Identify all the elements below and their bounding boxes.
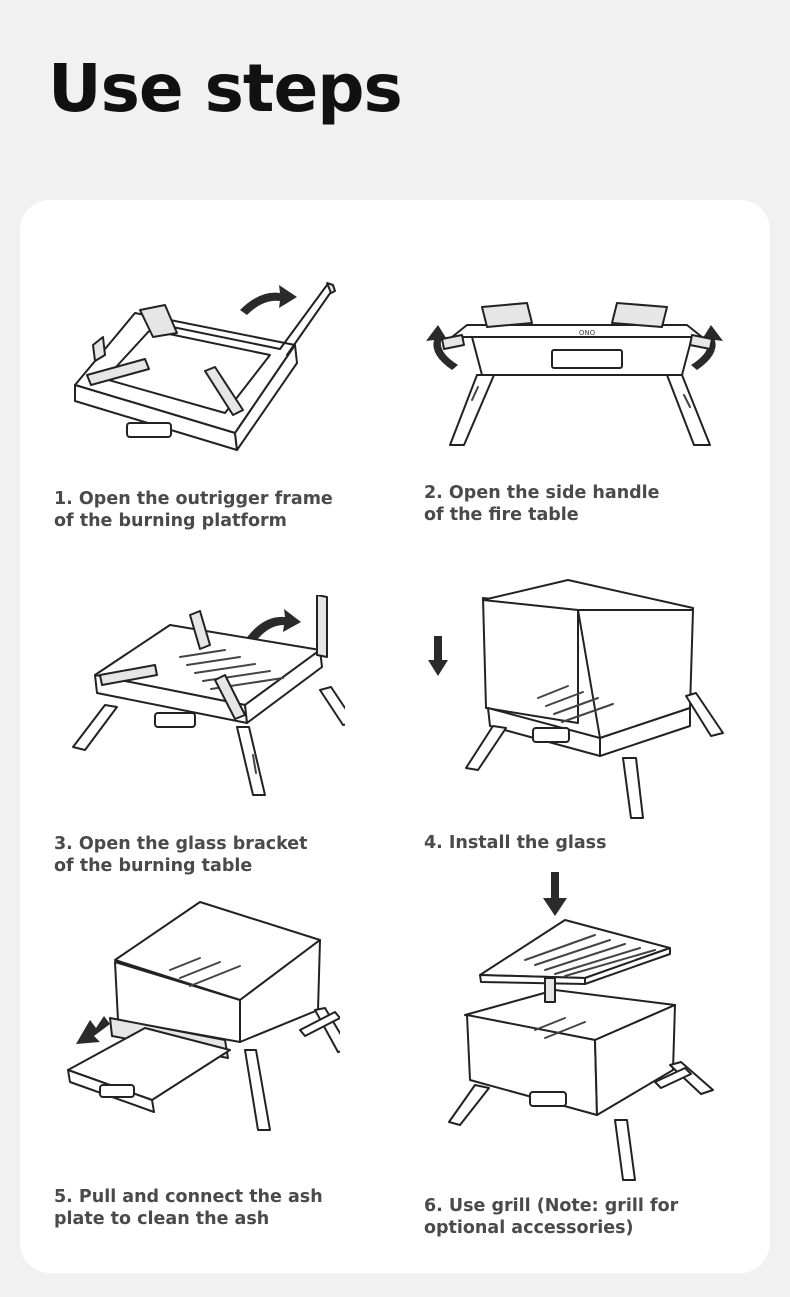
step-3-caption: 3. Open the glass bracket of the burning… <box>54 834 308 876</box>
curved-arrow-icon <box>240 285 297 315</box>
step-5-caption: 5. Pull and connect the ash plate to cle… <box>54 1187 323 1229</box>
step-4-caption: 4. Install the glass <box>424 833 607 853</box>
step-2-caption: 2. Open the side handle of the fire tabl… <box>424 483 660 525</box>
curved-arrow-left-icon <box>426 325 458 370</box>
brand-mark-icon: ONO <box>579 329 596 337</box>
step-6-caption: 6. Use grill (Note: grill for optional a… <box>424 1196 679 1238</box>
side-handle-illustration: ONO <box>412 295 737 455</box>
down-arrow-icon <box>428 636 448 676</box>
page-title: Use steps <box>48 50 403 127</box>
install-glass-illustration <box>428 578 728 823</box>
folded-frame-illustration <box>65 275 345 465</box>
grill-illustration <box>445 870 745 1185</box>
glass-bracket-illustration <box>65 595 345 805</box>
down-arrow-icon <box>543 872 567 916</box>
ash-plate-illustration <box>60 900 340 1140</box>
left-arrow-icon <box>76 1016 110 1044</box>
steps-card: 1. Open the outrigger frame of the burni… <box>20 200 770 1273</box>
curved-arrow-icon <box>245 609 301 645</box>
step-1-caption: 1. Open the outrigger frame of the burni… <box>54 489 333 531</box>
curved-arrow-right-icon <box>691 325 723 370</box>
